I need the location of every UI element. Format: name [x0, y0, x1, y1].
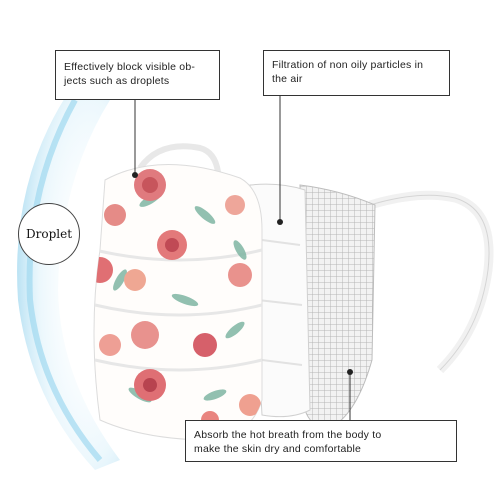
- droplet-label: Droplet: [25, 227, 73, 241]
- callout-droplet-block: Effectively block visible ob- jects such…: [55, 50, 220, 100]
- dot-marker: [132, 172, 353, 375]
- droplet-badge: Droplet: [18, 203, 80, 265]
- callout-filtration: Filtration of non oily particles in the …: [263, 50, 450, 96]
- callout-filtration-text: Filtration of non oily particles in the …: [272, 59, 424, 85]
- callout-droplet-block-text: Effectively block visible ob- jects such…: [64, 61, 196, 87]
- callout-breath-text: Absorb the hot breath from the body to m…: [194, 429, 382, 455]
- callout-breath: Absorb the hot breath from the body to m…: [185, 420, 457, 462]
- leader-line: [134, 96, 351, 420]
